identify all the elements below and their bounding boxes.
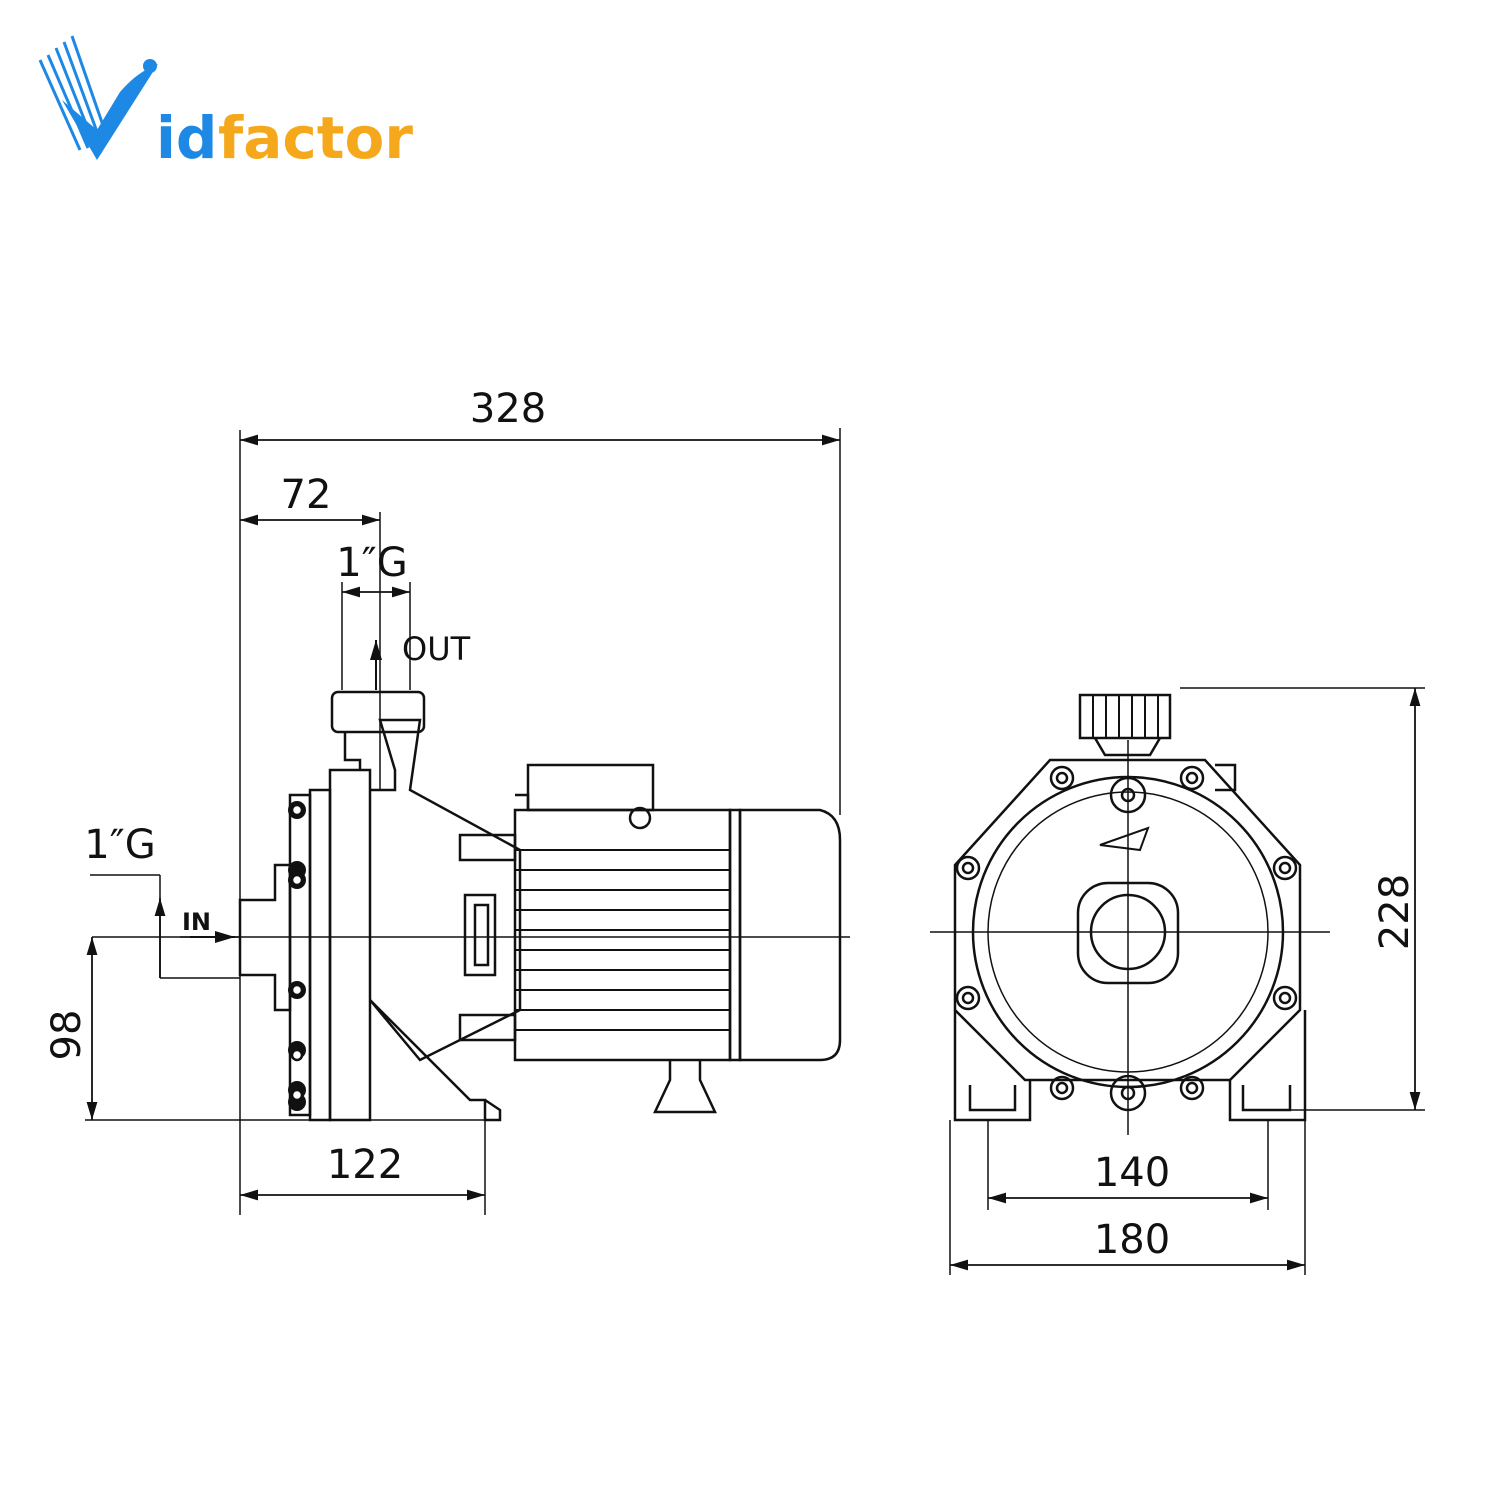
- inlet-label: IN: [182, 908, 211, 936]
- dim-label-base-width: 180: [1094, 1217, 1170, 1263]
- dim-label-total-length: 328: [470, 386, 546, 432]
- front-view: [930, 687, 1425, 1275]
- logo-text-factor: factor: [218, 104, 413, 172]
- side-view: [85, 428, 850, 1215]
- bird-logo-icon: [38, 35, 158, 160]
- dim-label-base-length: 122: [327, 1142, 403, 1188]
- dim-label-total-height: 228: [1372, 874, 1418, 950]
- brand-logo: id factor: [38, 35, 413, 172]
- outlet-label: OUT: [402, 630, 471, 668]
- dim-label-outlet-thread: 1″G: [336, 540, 407, 586]
- logo-text-id: id: [156, 104, 217, 172]
- dim-label-foot-spacing: 140: [1094, 1150, 1170, 1196]
- dim-label-axis-height: 98: [44, 1010, 90, 1061]
- dim-label-inlet-thread: 1″G: [84, 822, 155, 868]
- rotation-arrow-icon: [1099, 826, 1150, 852]
- dim-label-outlet-offset: 72: [281, 472, 332, 518]
